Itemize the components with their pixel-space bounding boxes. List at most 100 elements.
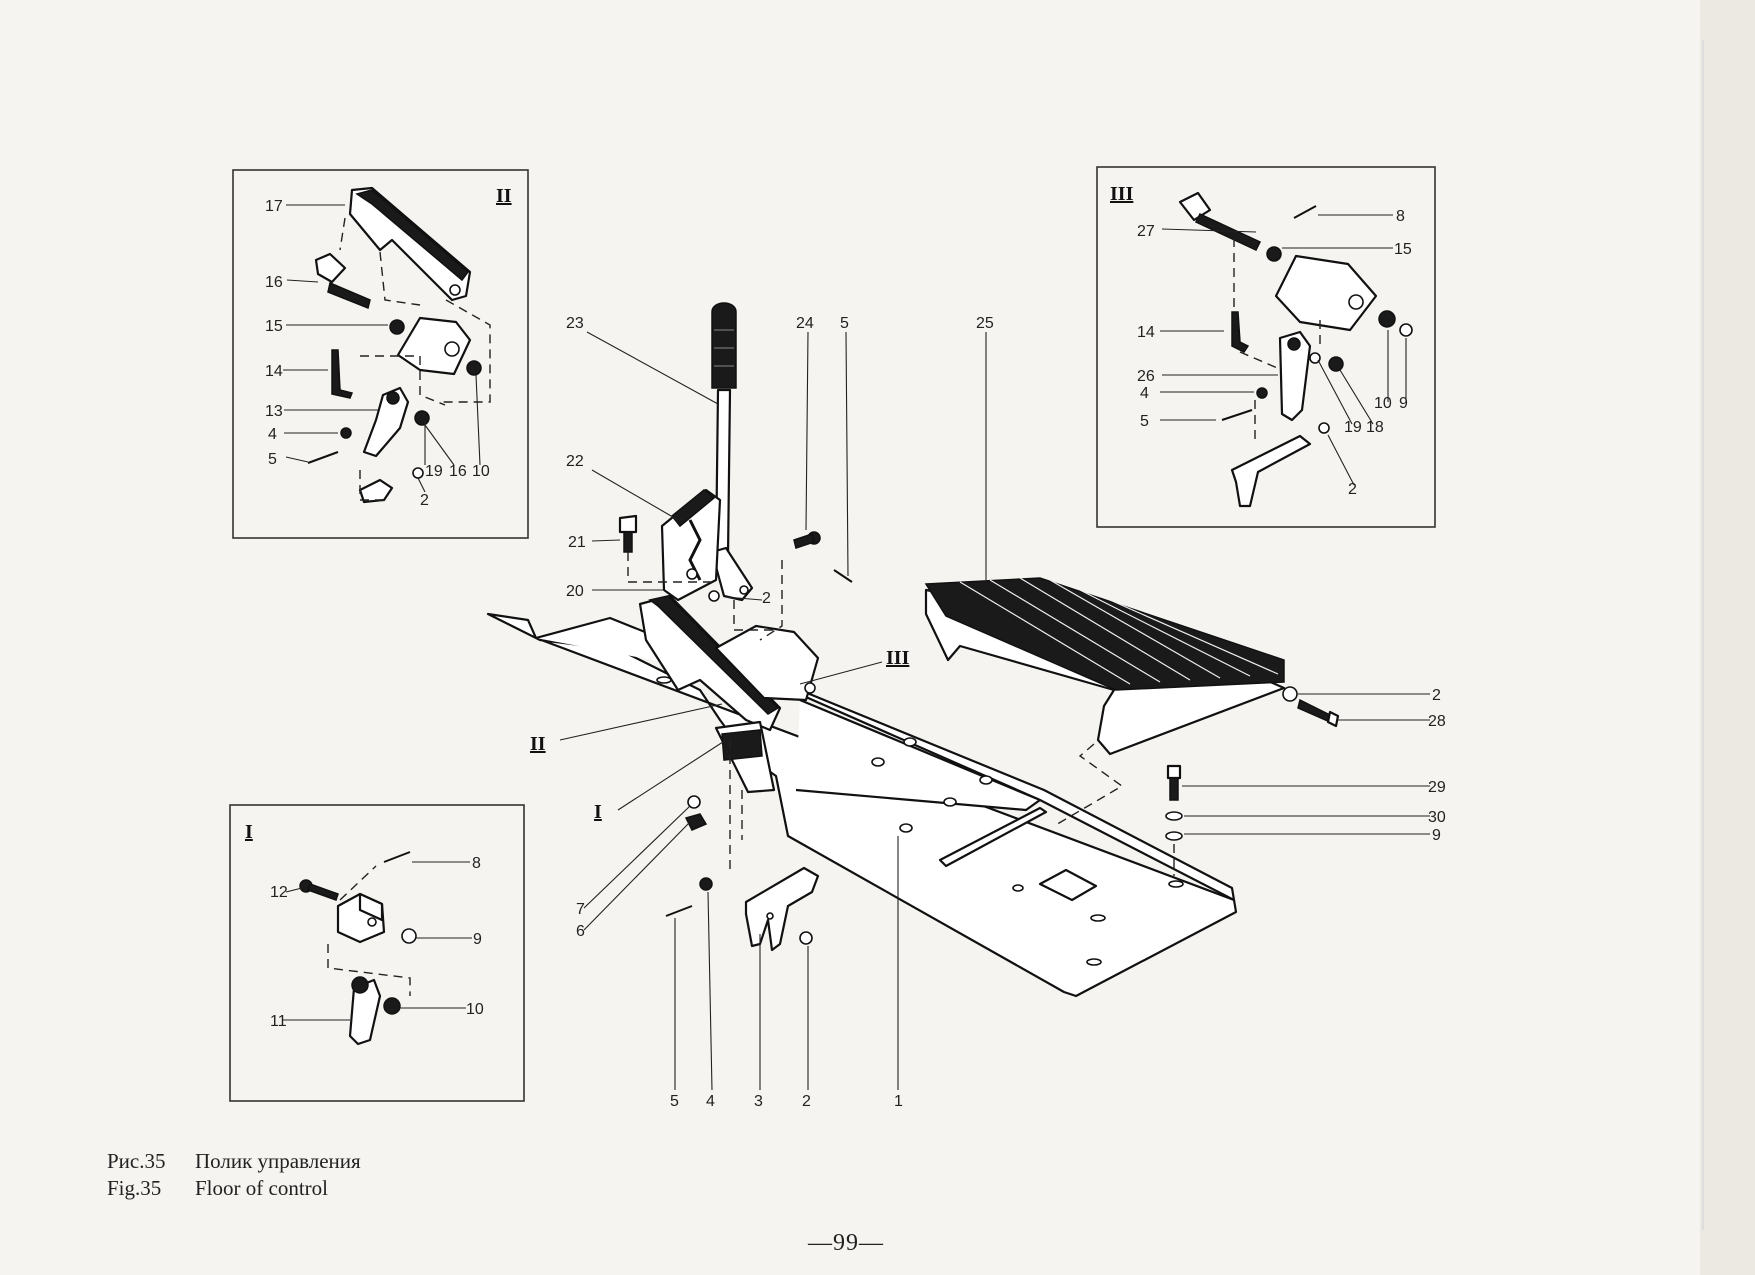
inset-iii-cotter-8 — [1293, 205, 1317, 219]
callout: 25 — [976, 315, 994, 332]
floor-plate-rail — [938, 806, 1048, 868]
inset-ii-arm — [362, 386, 410, 458]
callout: 19 — [1344, 419, 1362, 436]
floor-plate-rib — [795, 698, 1042, 812]
main-view-label-i: I — [594, 801, 602, 823]
inset-iii-washer-19 — [1309, 352, 1321, 364]
callout: 12 — [270, 884, 288, 901]
main-bracket-hole — [804, 682, 816, 694]
inset-i-clevis-top — [358, 892, 384, 922]
floor-hole — [871, 757, 885, 767]
inset-i-arm-boss — [351, 976, 369, 994]
inset-i-bolt-shaft — [307, 883, 339, 901]
callout: 2 — [1432, 687, 1441, 704]
callout: 4 — [1140, 385, 1149, 402]
cotter-5-lower — [665, 905, 693, 917]
inset-iii-bolt-shaft — [1194, 213, 1262, 251]
caption-ru: Рис.35 Полик управления — [107, 1148, 361, 1175]
hand-lever-grip-ribs — [714, 329, 734, 367]
callout: 14 — [1137, 324, 1155, 341]
callout: 2 — [802, 1093, 811, 1110]
callout: 9 — [1432, 827, 1441, 844]
inset-ii-pedal-teeth — [355, 189, 470, 282]
floor-hole — [1012, 884, 1024, 892]
main-pedal-teeth — [648, 595, 780, 715]
washer-2-upper — [708, 590, 720, 602]
bolt-29-head — [1166, 764, 1182, 780]
callout: 9 — [1399, 395, 1408, 412]
callout: 8 — [1396, 208, 1405, 225]
callout: 27 — [1137, 223, 1155, 240]
pin-24-shaft — [793, 533, 815, 549]
washer-7 — [687, 795, 701, 809]
main-view-label-ii: II — [530, 733, 546, 755]
inset-ii-bracket-hole — [444, 341, 460, 357]
inset-iii-bracket-hole — [1348, 294, 1364, 310]
inset-ii-l-pin — [331, 349, 354, 399]
main-pedal — [638, 594, 782, 732]
inset-iii-bracket — [1274, 254, 1378, 332]
callout: 10 — [472, 463, 490, 480]
inset-i-clevis-hole — [367, 917, 377, 927]
inset-i: I 8 12 9 11 10 — [229, 804, 525, 1102]
main-bracket-iii — [714, 624, 820, 702]
floor-hole — [1086, 958, 1102, 966]
step-assembly-line — [1053, 743, 1124, 827]
inset-iii: III 8 27 15 14 26 4 5 10 9 19 — [1096, 166, 1436, 528]
callout: 1 — [894, 1093, 903, 1110]
inset-iii-arm — [1278, 330, 1312, 422]
washer-30 — [1165, 811, 1183, 821]
inset-iii-bolt-4 — [1256, 387, 1268, 399]
callout: 16 — [265, 274, 283, 291]
lever-sector-top — [670, 489, 716, 528]
step-tread — [924, 577, 1285, 691]
callout: 15 — [265, 318, 283, 335]
lever-sector-hole — [686, 568, 698, 580]
inset-iii-arm-boss — [1287, 337, 1301, 351]
inset-ii-bolt-4 — [340, 427, 352, 439]
callout: 5 — [840, 315, 849, 332]
callout: 5 — [268, 451, 277, 468]
inset-iii-frame — [1096, 166, 1436, 528]
inset-ii-washer-2 — [412, 467, 424, 479]
cotter-5-upper — [833, 569, 853, 583]
inset-i-nut-10 — [383, 997, 401, 1015]
inset-iii-l-pin — [1231, 311, 1250, 353]
bolt-28-shaft — [1297, 698, 1333, 724]
inset-ii-bracket — [396, 316, 472, 376]
bolt-4-lower — [699, 877, 713, 891]
callout: 8 — [472, 855, 481, 872]
callout: 2 — [762, 590, 771, 607]
bolt-21-head — [618, 514, 638, 534]
inset-i-washer-9 — [401, 928, 417, 944]
inset-ii-pin-shaft — [327, 281, 371, 310]
inset-ii-cotter — [307, 451, 339, 464]
caption-en: Fig.35 Floor of control — [107, 1175, 361, 1202]
floor-hole — [943, 797, 957, 807]
callout: 30 — [1428, 809, 1446, 826]
inset-ii-rod-end — [358, 478, 394, 504]
inset-iii-assembly-lines — [1233, 238, 1321, 440]
inset-iii-label: III — [1110, 183, 1134, 205]
callout: 23 — [566, 315, 584, 332]
inset-iii-bushing-15 — [1266, 246, 1282, 262]
figure-caption: Рис.35 Полик управления Fig.35 Floor of … — [107, 1148, 361, 1202]
callout: 10 — [1374, 395, 1392, 412]
main-assembly: II III I 23 24 5 25 22 21 20 2 2 28 29 3… — [486, 302, 1446, 1110]
floor-hole — [1090, 914, 1106, 922]
callout: 5 — [1140, 413, 1149, 430]
callout: 10 — [466, 1001, 484, 1018]
callout: 9 — [473, 931, 482, 948]
callout: 4 — [706, 1093, 715, 1110]
page-number: —99— — [808, 1230, 884, 1256]
inset-ii: II 17 16 15 14 13 4 5 19 16 — [232, 169, 529, 539]
main-view-label-iii: III — [886, 647, 910, 669]
caption-ru-fig: Рис.35 — [107, 1149, 166, 1173]
inset-i-assembly-lines — [327, 865, 411, 996]
step-tread-ribs — [959, 577, 1279, 685]
inset-i-cotter-8 — [383, 851, 411, 863]
scan-edge — [1700, 0, 1755, 1275]
inset-iii-cotter-5 — [1221, 409, 1253, 421]
callout: 24 — [796, 315, 814, 332]
